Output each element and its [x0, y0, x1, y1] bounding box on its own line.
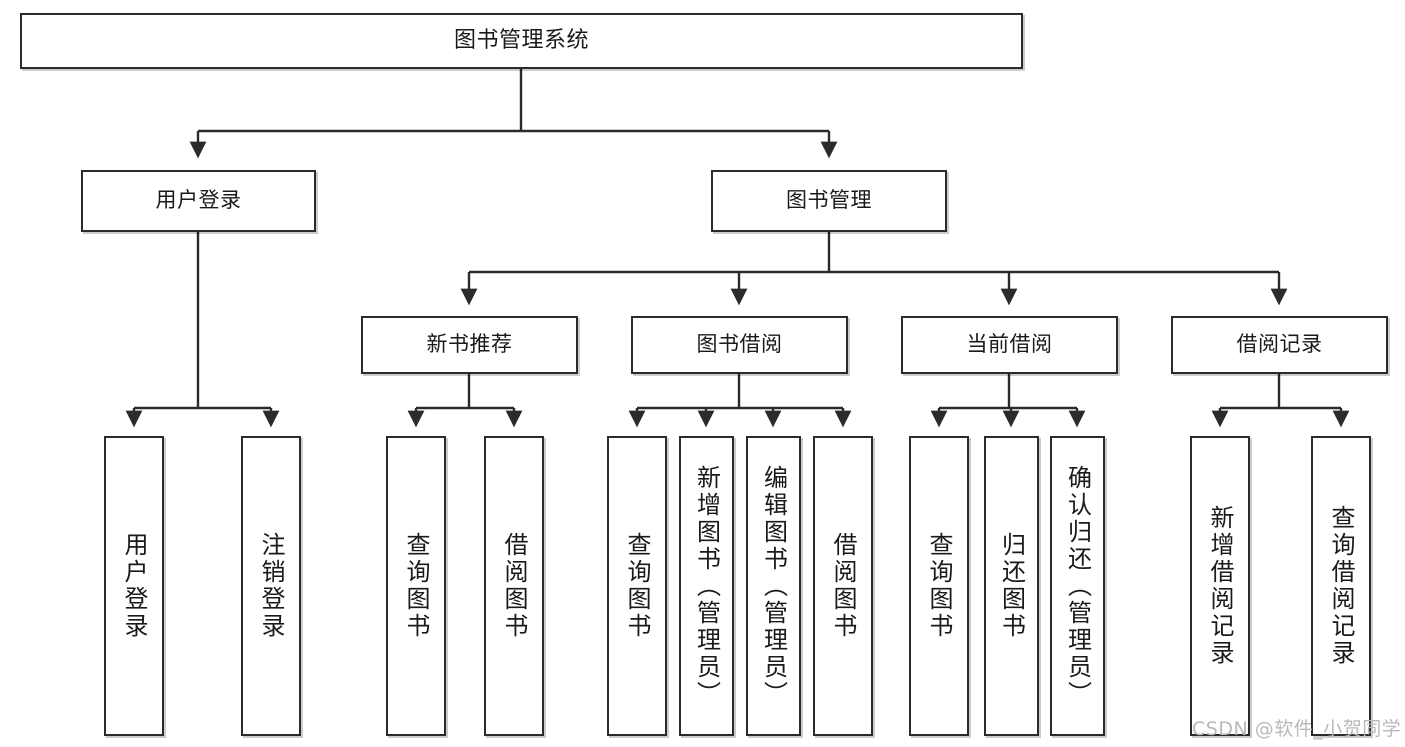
- node-leaf-query-book-3-label: 查询图书: [925, 532, 953, 640]
- node-leaf-query-book-1-label: 查询图书: [402, 532, 430, 640]
- node-leaf-query-book-3[interactable]: 查询图书: [909, 436, 969, 736]
- node-leaf-borrow-book-1-label: 借阅图书: [500, 532, 528, 640]
- node-root[interactable]: 图书管理系统: [20, 13, 1023, 69]
- node-leaf-add-record-label: 新增借阅记录: [1206, 505, 1234, 667]
- node-leaf-edit-book-admin[interactable]: 编辑图书（管理员）: [746, 436, 801, 736]
- node-leaf-query-book-1[interactable]: 查询图书: [386, 436, 446, 736]
- node-book-management-label: 图书管理: [786, 188, 872, 213]
- node-leaf-borrow-book-1[interactable]: 借阅图书: [484, 436, 544, 736]
- node-leaf-add-record[interactable]: 新增借阅记录: [1190, 436, 1250, 736]
- node-leaf-query-book-2-label: 查询图书: [623, 532, 651, 640]
- node-leaf-add-book-admin-label: 新增图书（管理员）: [692, 464, 721, 708]
- node-current-borrow[interactable]: 当前借阅: [901, 316, 1118, 374]
- node-leaf-edit-book-admin-label: 编辑图书（管理员）: [759, 464, 788, 708]
- node-new-book-recommend-label: 新书推荐: [426, 332, 513, 357]
- node-current-borrow-label: 当前借阅: [966, 332, 1053, 357]
- node-borrow-record[interactable]: 借阅记录: [1171, 316, 1388, 374]
- node-leaf-user-login[interactable]: 用户登录: [104, 436, 164, 736]
- node-book-borrow-label: 图书借阅: [696, 332, 783, 357]
- node-leaf-return-book-label: 归还图书: [997, 532, 1026, 640]
- node-leaf-confirm-return-admin[interactable]: 确认归还（管理员）: [1050, 436, 1105, 736]
- node-user-login-label: 用户登录: [155, 188, 242, 213]
- node-new-book-recommend[interactable]: 新书推荐: [361, 316, 578, 374]
- node-leaf-confirm-return-admin-label: 确认归还（管理员）: [1063, 464, 1092, 708]
- node-book-management[interactable]: 图书管理: [711, 170, 947, 232]
- node-book-borrow[interactable]: 图书借阅: [631, 316, 848, 374]
- node-root-label: 图书管理系统: [453, 28, 589, 54]
- node-leaf-user-login-label: 用户登录: [120, 532, 148, 640]
- node-leaf-borrow-book-2[interactable]: 借阅图书: [813, 436, 873, 736]
- node-leaf-add-book-admin[interactable]: 新增图书（管理员）: [679, 436, 734, 736]
- node-user-login[interactable]: 用户登录: [81, 170, 316, 232]
- node-leaf-query-record[interactable]: 查询借阅记录: [1311, 436, 1371, 736]
- node-leaf-borrow-book-2-label: 借阅图书: [829, 532, 857, 640]
- node-leaf-logout-label: 注销登录: [257, 532, 285, 640]
- node-borrow-record-label: 借阅记录: [1236, 332, 1323, 357]
- node-leaf-query-record-label: 查询借阅记录: [1327, 505, 1355, 667]
- node-leaf-query-book-2[interactable]: 查询图书: [607, 436, 667, 736]
- node-leaf-logout[interactable]: 注销登录: [241, 436, 301, 736]
- node-leaf-return-book[interactable]: 归还图书: [984, 436, 1039, 736]
